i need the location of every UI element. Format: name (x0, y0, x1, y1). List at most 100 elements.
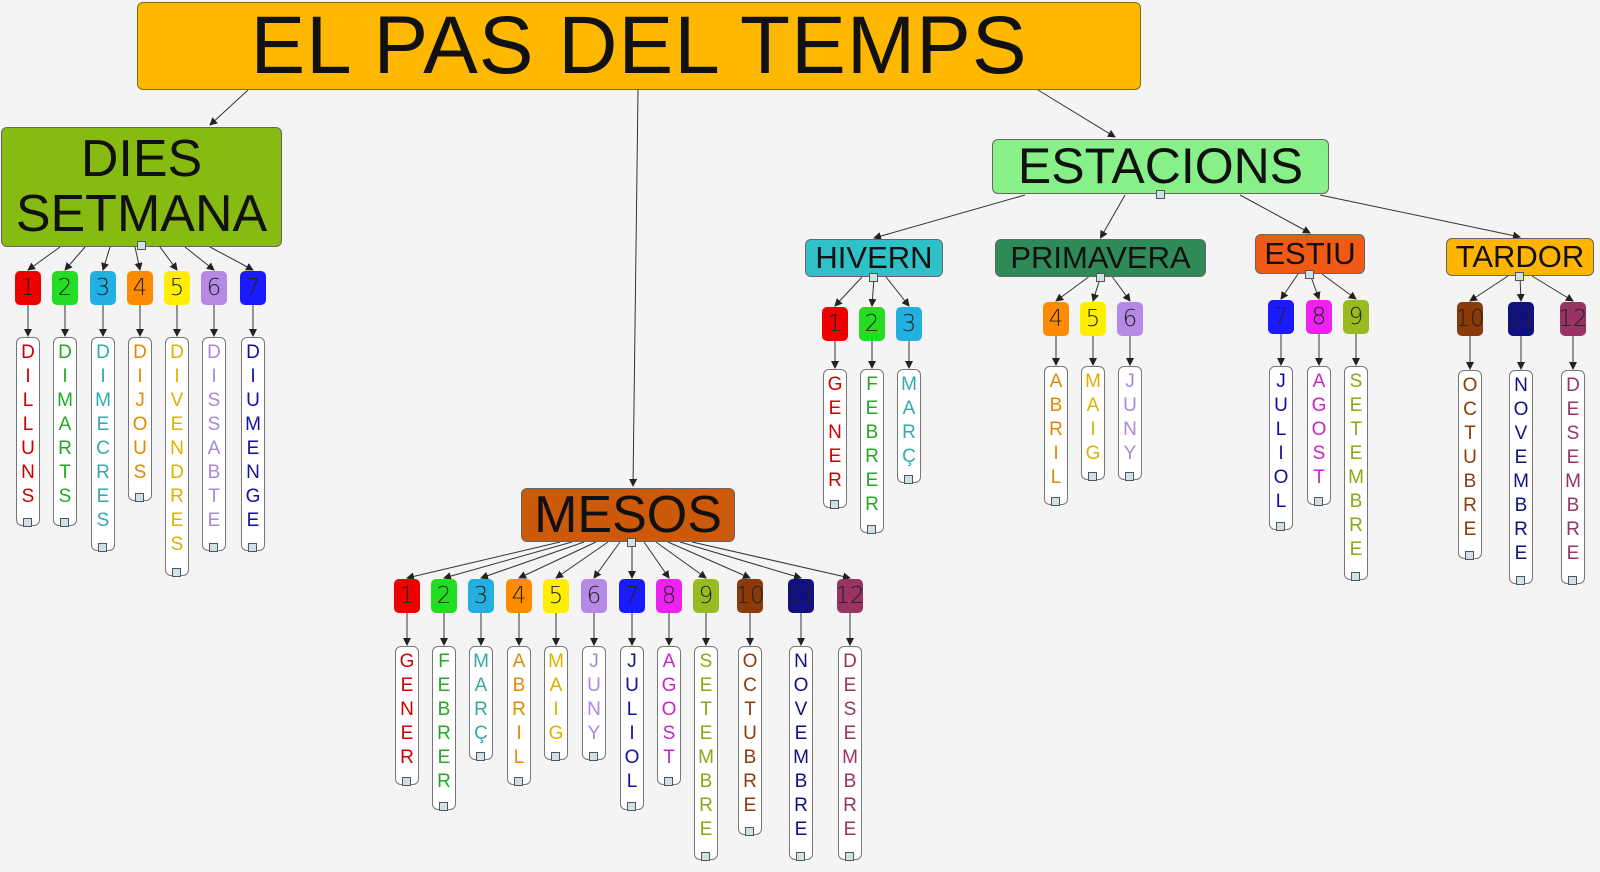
season-2-image-icon[interactable] (1095, 273, 1105, 282)
dies-1-word-box[interactable]: DILLUNS (16, 337, 40, 526)
mesos-9-image-icon[interactable] (701, 852, 710, 861)
mesos-11-number-badge[interactable]: 11 (786, 579, 816, 613)
season-hivern-node[interactable]: HIVERN (805, 239, 943, 277)
season-2-3-word-box[interactable]: JUNY (1118, 366, 1142, 480)
season-2-1-number-badge[interactable]: 4 (1043, 302, 1069, 336)
season-1-1-number-badge[interactable]: 1 (822, 307, 848, 341)
dies-2-word-box[interactable]: DIMARTS (53, 337, 77, 526)
mesos-5-word-box[interactable]: MAIG (544, 646, 568, 760)
mesos-11-word-box[interactable]: NOVEMBRE (789, 646, 813, 860)
season-4-1-word-box[interactable]: OCTUBRE (1458, 370, 1482, 559)
season-3-3-image-icon[interactable] (1351, 572, 1360, 581)
mesos-2-image-icon[interactable] (439, 802, 448, 811)
mesos-6-image-icon[interactable] (589, 752, 598, 761)
mesos-1-image-icon[interactable] (402, 777, 411, 786)
estacions-node[interactable]: ESTACIONS (992, 139, 1329, 194)
mesos-10-number-badge[interactable]: 10 (735, 579, 765, 613)
dies-6-number-badge[interactable]: 6 (201, 271, 227, 305)
dies-image-icon[interactable] (137, 241, 146, 250)
season-estiu-node[interactable]: ESTIU (1255, 234, 1365, 274)
season-2-2-number-badge[interactable]: 5 (1080, 302, 1106, 336)
dies-6-word-box[interactable]: DISSABTE (202, 337, 226, 551)
mesos-image-icon[interactable] (627, 538, 636, 547)
mesos-3-number-badge[interactable]: 3 (468, 579, 494, 613)
season-4-2-word-box[interactable]: NOVEMBRE (1509, 370, 1533, 584)
mesos-3-image-icon[interactable] (476, 752, 485, 761)
mesos-12-number-badge[interactable]: 12 (835, 579, 865, 613)
season-1-1-image-icon[interactable] (830, 500, 839, 509)
mesos-2-number-badge[interactable]: 2 (431, 579, 457, 613)
dies-1-number-badge[interactable]: 1 (15, 271, 41, 305)
season-1-2-image-icon[interactable] (867, 525, 876, 534)
season-3-1-word-box[interactable]: JULIOL (1269, 366, 1293, 530)
dies-4-number-badge[interactable]: 4 (127, 271, 153, 305)
dies-7-image-icon[interactable] (248, 543, 257, 552)
season-2-2-image-icon[interactable] (1088, 472, 1097, 481)
dies-4-word-box[interactable]: DIJOUS (128, 337, 152, 501)
season-2-2-word-box[interactable]: MAIG (1081, 366, 1105, 480)
season-4-image-icon[interactable] (1515, 272, 1524, 281)
estacions-image-icon[interactable] (1156, 190, 1165, 199)
dies-4-image-icon[interactable] (135, 493, 144, 502)
season-4-3-number-badge[interactable]: 12 (1558, 302, 1588, 336)
season-4-3-image-icon[interactable] (1568, 576, 1577, 585)
mesos-9-word-box[interactable]: SETEMBRE (694, 646, 718, 860)
season-tardor-node[interactable]: TARDOR (1446, 238, 1594, 276)
season-3-2-word-box[interactable]: AGOST (1307, 366, 1331, 505)
dies-6-image-icon[interactable] (209, 543, 218, 552)
mesos-3-word-box[interactable]: MARÇ (469, 646, 493, 760)
dies-7-number-badge[interactable]: 7 (240, 271, 266, 305)
season-2-3-number-badge[interactable]: 6 (1117, 302, 1143, 336)
mesos-8-number-badge[interactable]: 8 (656, 579, 682, 613)
mesos-4-number-badge[interactable]: 4 (506, 579, 532, 613)
season-1-3-word-box[interactable]: MARÇ (897, 369, 921, 483)
dies-3-word-box[interactable]: DIMECRES (91, 337, 115, 551)
main-title[interactable]: EL PAS DEL TEMPS (137, 2, 1141, 90)
dies-5-image-icon[interactable] (172, 568, 181, 577)
dies-5-number-badge[interactable]: 5 (164, 271, 190, 305)
mesos-10-word-box[interactable]: OCTUBRE (738, 646, 762, 835)
mesos-2-word-box[interactable]: FEBRER (432, 646, 456, 810)
mesos-1-word-box[interactable]: GENER (395, 646, 419, 785)
season-3-3-number-badge[interactable]: 9 (1343, 300, 1369, 334)
dies-7-word-box[interactable]: DIUMENGE (241, 337, 265, 551)
mesos-7-word-box[interactable]: JULIOL (620, 646, 644, 810)
mesos-node[interactable]: MESOS (521, 488, 735, 542)
mesos-8-word-box[interactable]: AGOST (657, 646, 681, 785)
season-2-1-image-icon[interactable] (1051, 497, 1060, 506)
mesos-6-number-badge[interactable]: 6 (581, 579, 607, 613)
season-4-1-number-badge[interactable]: 10 (1455, 302, 1485, 336)
dies-setmana-node[interactable]: DIES SETMANA (1, 127, 282, 247)
mesos-11-image-icon[interactable] (796, 852, 805, 861)
dies-1-image-icon[interactable] (23, 518, 32, 527)
season-4-2-number-badge[interactable]: 11 (1506, 302, 1536, 336)
mesos-6-word-box[interactable]: JUNY (582, 646, 606, 760)
mesos-4-word-box[interactable]: ABRIL (507, 646, 531, 785)
season-2-1-word-box[interactable]: ABRIL (1044, 366, 1068, 505)
season-1-2-number-badge[interactable]: 2 (859, 307, 885, 341)
season-3-1-number-badge[interactable]: 7 (1268, 300, 1294, 334)
mesos-12-word-box[interactable]: DESEMBRE (838, 646, 862, 860)
dies-3-image-icon[interactable] (98, 543, 107, 552)
mesos-7-number-badge[interactable]: 7 (619, 579, 645, 613)
mesos-5-image-icon[interactable] (551, 752, 560, 761)
season-3-1-image-icon[interactable] (1276, 522, 1285, 531)
season-1-1-word-box[interactable]: GENER (823, 369, 847, 508)
mesos-12-image-icon[interactable] (845, 852, 854, 861)
season-3-3-word-box[interactable]: SETEMBRE (1344, 366, 1368, 580)
season-1-2-word-box[interactable]: FEBRER (860, 369, 884, 533)
season-3-2-image-icon[interactable] (1314, 497, 1323, 506)
dies-2-number-badge[interactable]: 2 (52, 271, 78, 305)
dies-3-number-badge[interactable]: 3 (90, 271, 116, 305)
season-3-2-number-badge[interactable]: 8 (1306, 300, 1332, 334)
season-4-1-image-icon[interactable] (1465, 551, 1474, 560)
season-1-3-number-badge[interactable]: 3 (896, 307, 922, 341)
season-1-image-icon[interactable] (869, 273, 878, 282)
season-4-2-image-icon[interactable] (1516, 576, 1525, 585)
mesos-10-image-icon[interactable] (745, 827, 754, 836)
season-3-image-icon[interactable] (1305, 270, 1314, 279)
season-2-3-image-icon[interactable] (1125, 472, 1134, 481)
mesos-7-image-icon[interactable] (627, 802, 636, 811)
mesos-8-image-icon[interactable] (664, 777, 673, 786)
season-4-3-word-box[interactable]: DESEMBRE (1561, 370, 1585, 584)
